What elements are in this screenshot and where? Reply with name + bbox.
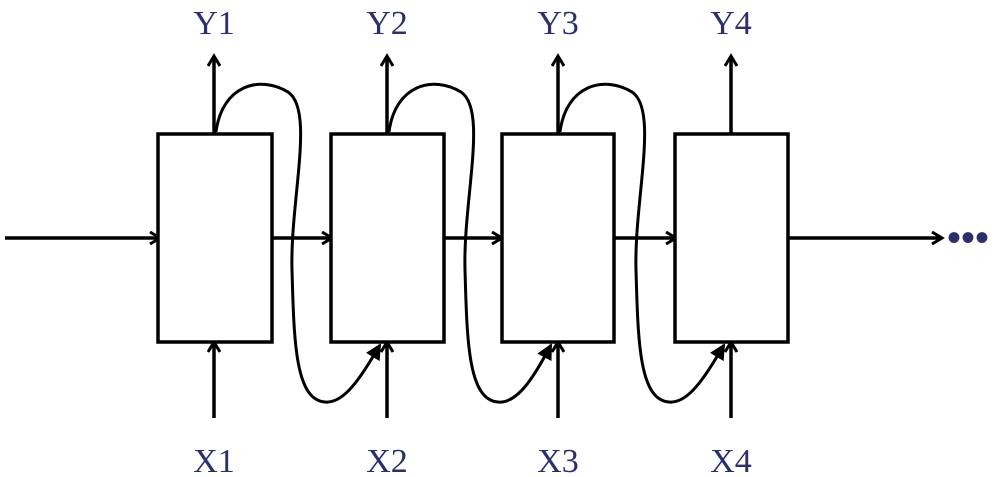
- rnn-cell-4: [673, 132, 790, 344]
- feedback-curve-3-4: [558, 82, 726, 404]
- input-label-4: X4: [710, 443, 752, 477]
- output-label-3: Y3: [537, 5, 579, 42]
- continuation-ellipsis: •••: [947, 215, 989, 260]
- feedback-curve-2-3: [387, 82, 553, 404]
- rnn-cell-3: [500, 132, 616, 344]
- input-label-1: X1: [193, 443, 235, 477]
- output-label-2: Y2: [366, 5, 408, 42]
- rnn-cell-2: [329, 132, 446, 344]
- output-label-4: Y4: [710, 5, 752, 42]
- rnn-cell-1: [156, 132, 274, 344]
- input-label-3: X3: [537, 443, 579, 477]
- feedback-curve-1-2: [214, 82, 382, 404]
- input-label-2: X2: [366, 443, 408, 477]
- output-label-1: Y1: [193, 5, 235, 42]
